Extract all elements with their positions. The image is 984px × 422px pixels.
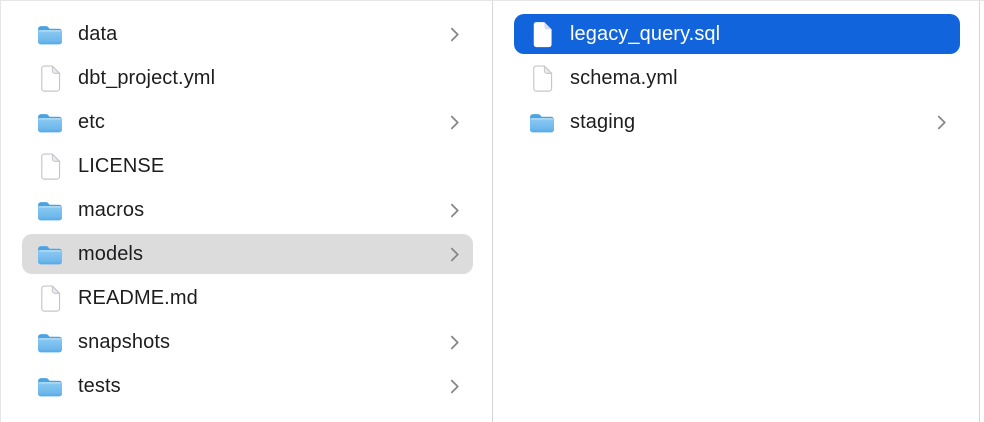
finder-item-snapshots[interactable]: snapshots (22, 322, 473, 362)
item-label: etc (78, 110, 105, 133)
item-label: legacy_query.sql (570, 22, 721, 45)
item-label: LICENSE (78, 154, 165, 177)
chevron-right-icon (450, 26, 460, 43)
item-label: snapshots (78, 330, 171, 353)
chevron-right-icon (450, 202, 460, 219)
finder-item-macros[interactable]: macros (22, 190, 473, 230)
chevron-right-icon (450, 114, 460, 131)
finder-column-next-stub (980, 1, 984, 422)
chevron-right-icon (450, 378, 460, 395)
finder-item-license[interactable]: LICENSE (22, 146, 473, 186)
folder-icon (36, 200, 63, 221)
file-icon (36, 285, 63, 312)
item-label: macros (78, 198, 145, 221)
finder-column-parent: data dbt_project.yml etc LICENSE macros … (1, 1, 493, 422)
folder-icon (528, 112, 555, 133)
finder-item-tests[interactable]: tests (22, 366, 473, 406)
file-icon (528, 21, 555, 48)
folder-icon (36, 332, 63, 353)
finder-item-staging[interactable]: staging (514, 102, 960, 142)
finder-item-legacy-query-sql[interactable]: legacy_query.sql (514, 14, 960, 54)
folder-icon (36, 376, 63, 397)
folder-icon (36, 24, 63, 45)
file-icon (36, 65, 63, 92)
finder-item-schema-yml[interactable]: schema.yml (514, 58, 960, 98)
item-label: data (78, 22, 118, 45)
folder-icon (36, 244, 63, 265)
item-label: staging (570, 110, 636, 133)
finder-item-etc[interactable]: etc (22, 102, 473, 142)
folder-icon (36, 112, 63, 133)
finder-column-child: legacy_query.sql schema.yml staging (493, 1, 980, 422)
item-label: dbt_project.yml (78, 66, 216, 89)
file-icon (528, 65, 555, 92)
item-label: tests (78, 374, 121, 397)
item-label: schema.yml (570, 66, 678, 89)
chevron-right-icon (937, 114, 947, 131)
chevron-right-icon (450, 334, 460, 351)
item-label: README.md (78, 286, 198, 309)
finder-item-dbt-project-yml[interactable]: dbt_project.yml (22, 58, 473, 98)
finder-item-readme-md[interactable]: README.md (22, 278, 473, 318)
finder-item-data[interactable]: data (22, 14, 473, 54)
item-label: models (78, 242, 144, 265)
chevron-right-icon (450, 246, 460, 263)
finder-item-models[interactable]: models (22, 234, 473, 274)
file-icon (36, 153, 63, 180)
